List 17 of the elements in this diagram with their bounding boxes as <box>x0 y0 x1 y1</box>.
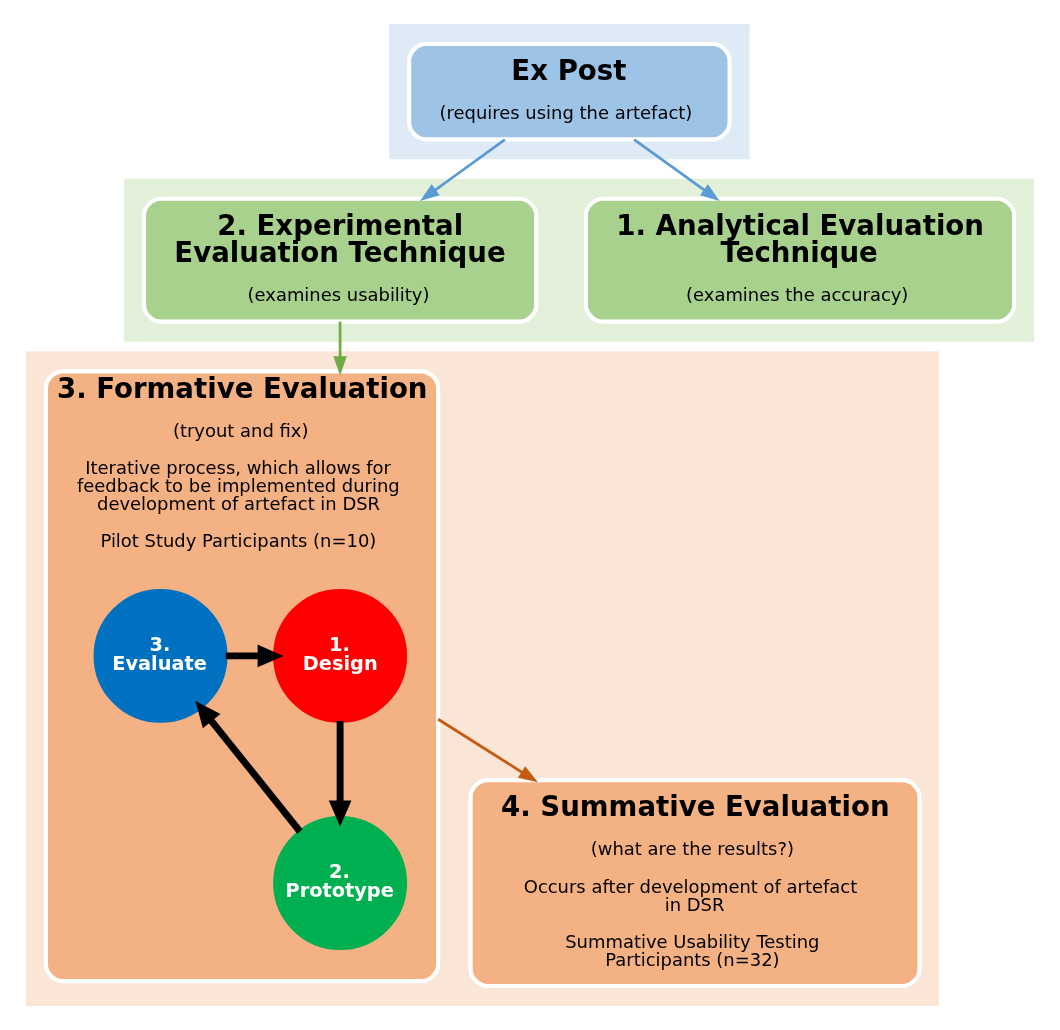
arrow <box>225 644 284 668</box>
cluster <box>389 24 750 160</box>
node-box: 1. Analytical Evaluation Technique (examines the accuracy) <box>583 196 1017 324</box>
arrow <box>419 138 506 202</box>
node-circle: 2. Prototype <box>273 816 408 951</box>
node-box: 2. Experimental Evaluation Technique (examines usability) <box>141 196 539 324</box>
cluster <box>25 351 939 1006</box>
node-box: 4. Summative Evaluation (what are the results?) Occurs after development of artefact in DSR Summative Usability Testing Participants (n=32) <box>468 778 922 989</box>
node-circle: 3. Evaluate <box>93 588 228 723</box>
arrow <box>437 718 538 783</box>
arrow <box>633 138 720 202</box>
node-box: Ex Post (requires using the artefact) <box>407 41 732 142</box>
arrow <box>333 321 347 376</box>
arrow <box>328 720 352 827</box>
cluster <box>123 178 1035 342</box>
node-circle: 1. Design <box>273 588 408 723</box>
arrow <box>195 700 303 834</box>
